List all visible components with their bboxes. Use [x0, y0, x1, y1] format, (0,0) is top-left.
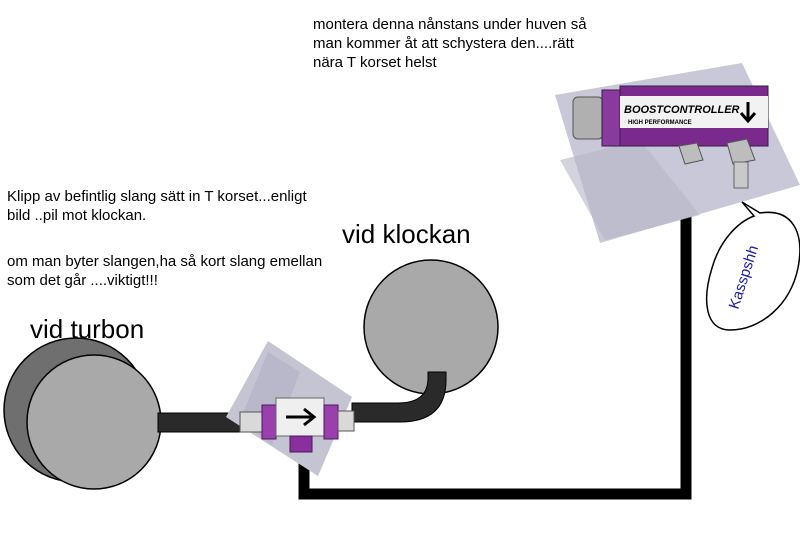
- controller-photo-shadow: [560, 140, 700, 240]
- hose-tee-to-gauge: [351, 371, 447, 423]
- controller-arrow-icon: [739, 102, 757, 124]
- tee-right-nut: [323, 404, 339, 440]
- cut-line-2: bild ..pil mot klockan.: [7, 207, 147, 224]
- gauge-label: vid klockan: [342, 219, 471, 249]
- hose-line-2: som det går ....viktigt!!!: [7, 272, 158, 289]
- controller-left-port: [678, 142, 704, 165]
- tee-photo: [226, 341, 355, 476]
- tee-arrow-icon: [286, 407, 317, 427]
- cut-line-1: Klipp av befintlig slang sätt in T korse…: [7, 188, 307, 205]
- turbo-label: vid turbon: [30, 314, 145, 344]
- mount-line-3: nära T korset helst: [313, 54, 437, 71]
- hose-instruction-note: om man byter slangen,ha så kort slang em…: [7, 252, 322, 290]
- tee-left-fitting: [239, 411, 263, 433]
- speech-bubble: Kasspshh: [706, 201, 800, 331]
- turbo-inner-circle: [26, 354, 162, 490]
- mount-line-2: man kommer åt att schystera den....rätt: [313, 35, 574, 52]
- speech-bubble-shape: [706, 201, 800, 331]
- controller-vent-nozzle: [733, 161, 749, 189]
- tee-right-fitting: [337, 410, 355, 432]
- turbo-graphic: [3, 337, 162, 490]
- controller-photo: BOOSTCONTROLLER HIGH PERFORMANCE: [555, 63, 800, 243]
- cut-instruction-note: Klipp av befintlig slang sätt in T korse…: [7, 187, 307, 225]
- controller-end-cap: [601, 89, 623, 147]
- hose-tee-to-controller: [298, 158, 692, 500]
- controller-brand-text: BOOSTCONTROLLER: [624, 104, 740, 116]
- mount-line-1: montera denna nånstans under huven så: [313, 16, 587, 33]
- controller-subtitle-text: HIGH PERFORMANCE: [628, 120, 692, 126]
- controller-vent-nut: [726, 138, 756, 165]
- controller-adjust-knob: [572, 96, 604, 140]
- hose-line-1: om man byter slangen,ha så kort slang em…: [7, 253, 323, 270]
- controller-label-plate: [620, 96, 768, 128]
- mount-instruction-note: montera denna nånstans under huven så ma…: [313, 15, 587, 72]
- tee-left-nut: [261, 404, 277, 440]
- tee-bottom-port: [289, 435, 313, 453]
